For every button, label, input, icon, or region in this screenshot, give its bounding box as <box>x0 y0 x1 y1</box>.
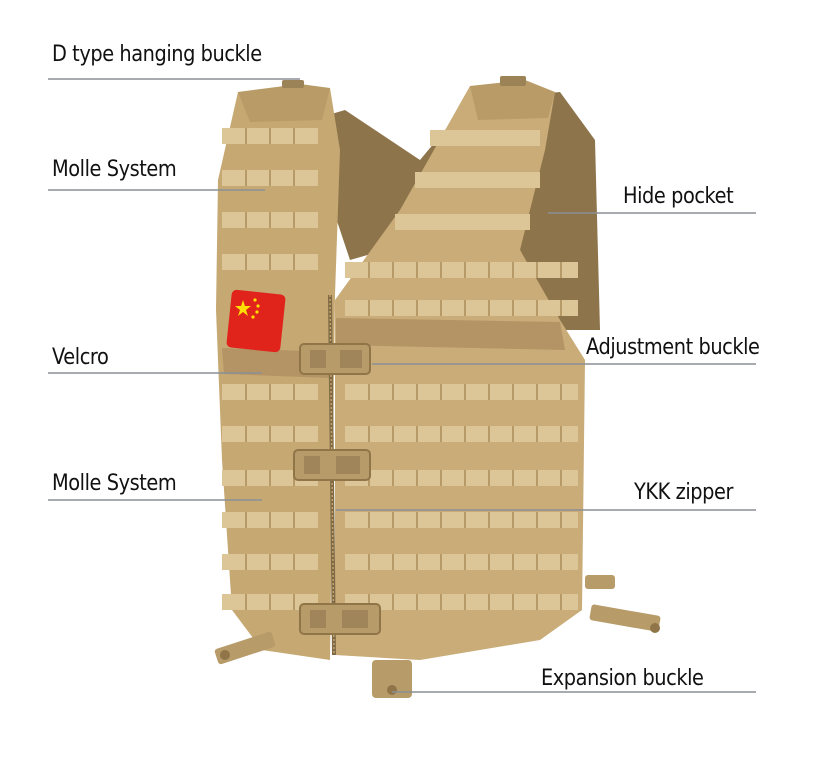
right-shoulder-strap <box>470 80 555 120</box>
molle-row <box>345 470 578 486</box>
label-expansion-buckle: Expansion buckle <box>541 666 704 691</box>
label-adjustment-buckle: Adjustment buckle <box>586 335 760 360</box>
d-buckle-right <box>500 76 526 86</box>
molle-row <box>430 130 540 146</box>
velcro-band-right <box>336 318 565 350</box>
label-d-type-buckle: D type hanging buckle <box>52 42 262 67</box>
label-hide-pocket: Hide pocket <box>623 184 734 209</box>
adjustment-buckle-3 <box>299 603 381 635</box>
molle-row <box>345 512 578 528</box>
adjustment-buckle-1 <box>299 343 371 375</box>
molle-row <box>415 172 540 188</box>
label-ykk-zipper: YKK zipper <box>634 480 733 505</box>
label-molle-system-upper: Molle System <box>52 157 177 182</box>
label-molle-system-lower: Molle System <box>52 471 177 496</box>
left-shoulder-strap <box>238 84 330 122</box>
molle-row <box>345 554 578 570</box>
molle-webbing-left <box>222 128 318 610</box>
molle-row <box>345 594 578 610</box>
adjustment-buckle-2 <box>293 449 371 481</box>
molle-row <box>395 214 530 230</box>
d-buckle-left <box>282 80 304 88</box>
leader-lines <box>48 78 756 693</box>
label-velcro: Velcro <box>52 345 109 370</box>
molle-row <box>345 426 578 442</box>
molle-webbing-right <box>345 130 578 610</box>
expansion-buckle-right <box>585 575 661 633</box>
flag-patch-icon <box>226 289 286 353</box>
expansion-buckle-left <box>214 631 276 665</box>
molle-row <box>345 384 578 400</box>
molle-row <box>345 262 578 278</box>
molle-row <box>345 300 578 316</box>
